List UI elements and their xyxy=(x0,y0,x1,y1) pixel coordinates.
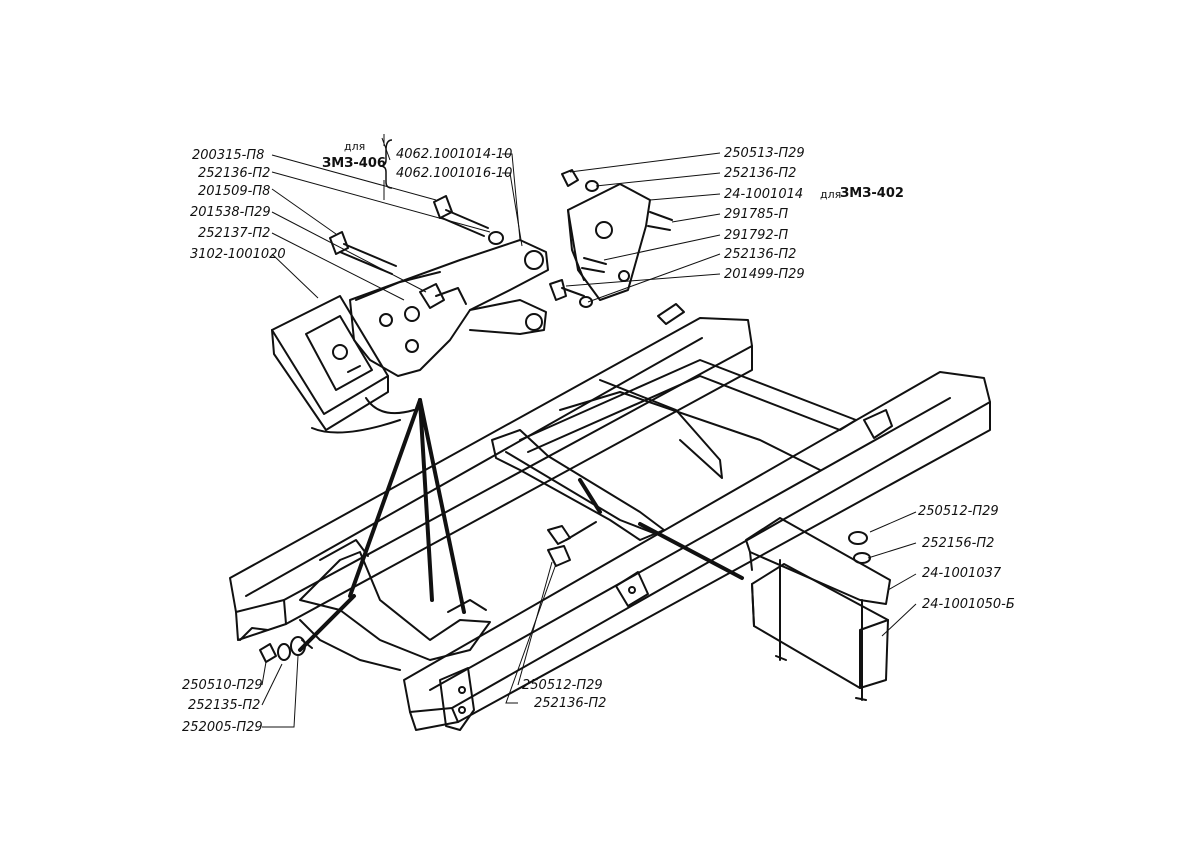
leader-lines xyxy=(261,134,917,728)
label-200315: 200315-П8 xyxy=(192,148,265,163)
note-dlya-406: для xyxy=(344,140,366,153)
label-24-1001014: 24-1001014 xyxy=(724,187,804,202)
cushion-pad-left xyxy=(271,295,389,431)
engine-bracket-left xyxy=(349,239,549,377)
label-4062-1001016: 4062.1001016-10 xyxy=(396,166,513,181)
label-4062-1001014: 4062.1001014-10 xyxy=(396,147,513,162)
label-252136-b: 252136-П2 xyxy=(724,166,797,181)
note-zmz-402: ЗМЗ-402 xyxy=(840,186,904,201)
frame-curve xyxy=(311,419,401,434)
front-bracket xyxy=(439,571,649,731)
bolts-upper-left xyxy=(329,195,504,309)
label-3102: 3102-1001020 xyxy=(190,247,286,262)
label-250510: 250510-П29 xyxy=(182,678,263,693)
label-252156: 252156-П2 xyxy=(922,536,995,551)
label-252136-a: 252136-П2 xyxy=(198,166,271,181)
label-252135: 252135-П2 xyxy=(188,698,261,713)
label-24-1001050: 24-1001050-Б xyxy=(922,597,1015,612)
label-252136-d: 252136-П2 xyxy=(534,696,607,711)
engine-cushion-right xyxy=(745,517,891,701)
label-201538: 201538-П29 xyxy=(190,205,271,220)
note-zmz-406: ЗМЗ-406 xyxy=(322,156,386,171)
label-252005: 252005-П29 xyxy=(182,720,263,735)
left-frame-rail xyxy=(229,303,753,641)
label-291792: 291792-П xyxy=(724,228,789,243)
cross-members xyxy=(299,359,857,671)
label-201499: 201499-П29 xyxy=(724,267,805,282)
brace xyxy=(379,139,393,189)
washers-lower-left xyxy=(259,636,313,663)
label-252136-c: 252136-П2 xyxy=(724,247,797,262)
nuts-center xyxy=(547,521,597,567)
label-24-1001037: 24-1001037 xyxy=(922,566,1002,581)
frame-curve-2 xyxy=(365,397,415,414)
label-250512-b: 250512-П29 xyxy=(522,678,603,693)
label-291785: 291785-П xyxy=(724,207,789,222)
label-250513: 250513-П29 xyxy=(724,146,805,161)
label-252137: 252137-П2 xyxy=(198,226,271,241)
label-201509: 201509-П8 xyxy=(198,184,271,199)
label-250512-a: 250512-П29 xyxy=(918,504,999,519)
indicator-lines xyxy=(298,398,744,652)
note-dlya-402: для xyxy=(820,188,842,201)
engine-bracket-right xyxy=(549,169,673,308)
right-frame-rail xyxy=(403,371,991,731)
